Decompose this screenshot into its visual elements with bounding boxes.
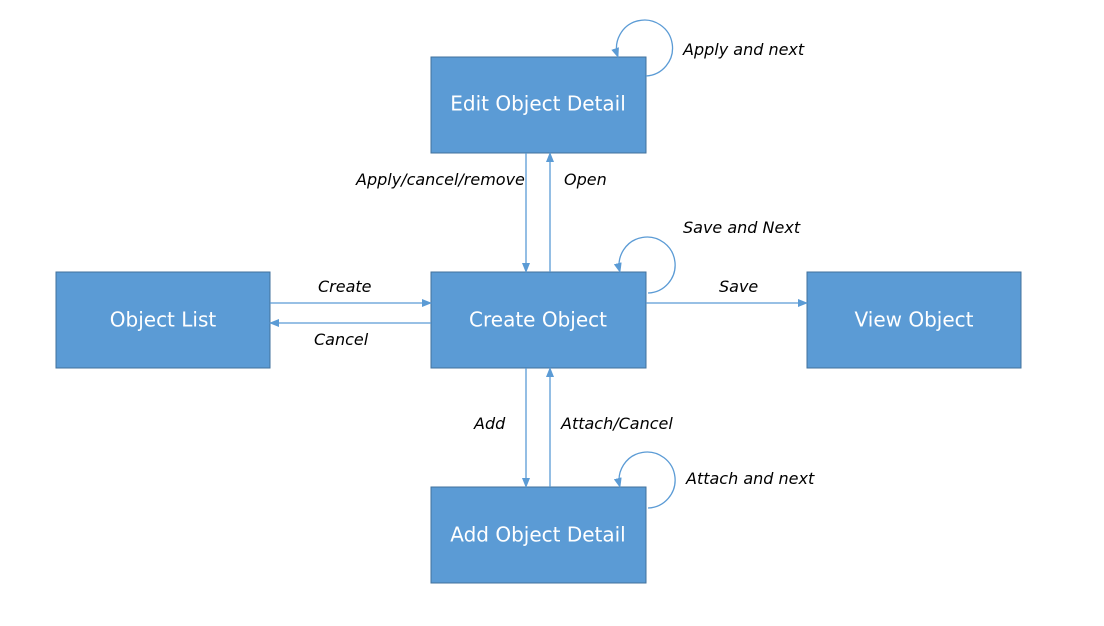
node-label: Edit Object Detail [450, 92, 626, 116]
node-object-list[interactable]: Object List [55, 271, 271, 369]
edge-attach-next-loop [613, 451, 676, 509]
edge-label: Apply and next [682, 40, 805, 59]
edge-apply-next-loop [611, 19, 674, 77]
edge-save-next-loop [613, 236, 676, 294]
edge-label: Attach/Cancel [560, 414, 673, 433]
edge-label: Save and Next [683, 218, 801, 237]
edge-label: Add [473, 414, 506, 433]
node-label: View Object [855, 308, 974, 332]
edge-label: Open [564, 170, 607, 189]
edge-label: Save [719, 277, 758, 296]
node-label: Object List [110, 308, 217, 332]
edge-label: Attach and next [685, 469, 815, 488]
edge-label: Apply/cancel/remove [355, 170, 525, 189]
node-add-object-detail[interactable]: Add Object Detail [430, 486, 647, 584]
edge-label: Cancel [314, 330, 369, 349]
node-view-object[interactable]: View Object [806, 271, 1022, 369]
node-edit-object-detail[interactable]: Edit Object Detail [430, 56, 647, 154]
node-create-object[interactable]: Create Object [430, 271, 647, 369]
node-label: Add Object Detail [450, 523, 626, 547]
node-label: Create Object [469, 308, 607, 332]
edge-label: Create [318, 277, 372, 296]
